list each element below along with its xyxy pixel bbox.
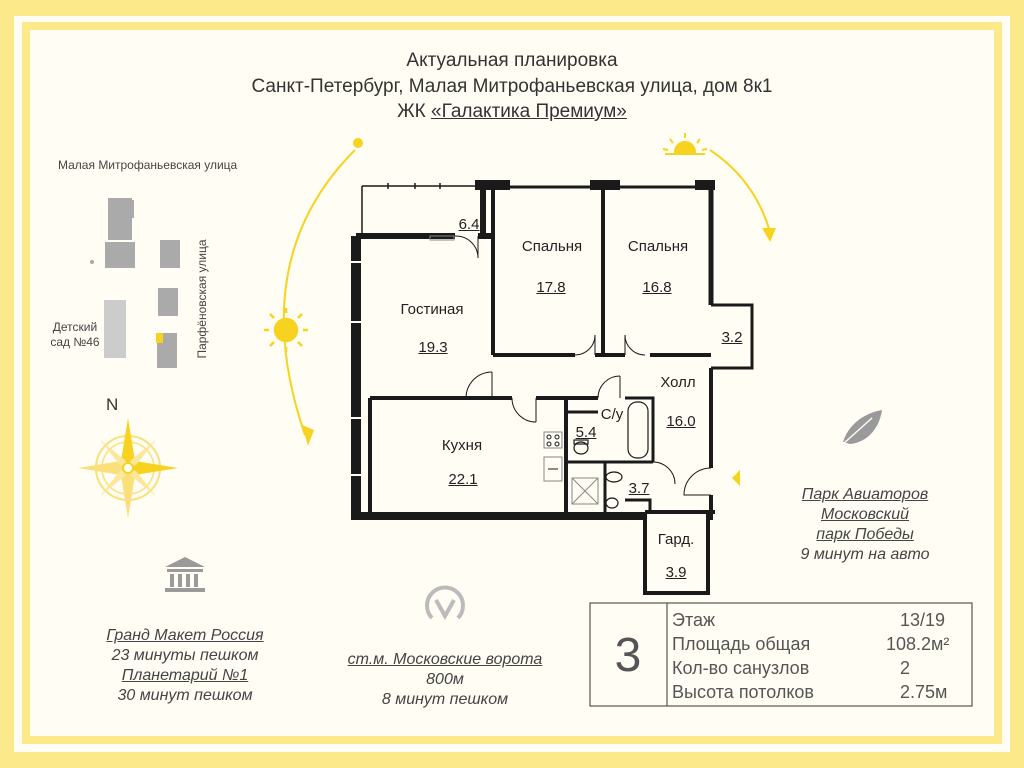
sun-arc-right-arrow <box>762 228 776 242</box>
kindergarten-line1: Детский <box>52 320 98 334</box>
museum-icon <box>165 557 205 592</box>
inner-border <box>22 22 1002 744</box>
sun-icon-left <box>264 308 308 352</box>
site-map <box>90 198 180 368</box>
kindergarten-label: Детский сад №46 <box>50 320 100 350</box>
poi-right-line3[interactable]: парк Победы <box>816 526 914 543</box>
closet-area: 3.2 <box>721 329 743 346</box>
wardrobe-name: Гард. <box>657 531 695 548</box>
sunset-icon <box>662 133 708 155</box>
poi-right-line2[interactable]: Московский <box>820 506 910 523</box>
info-value-floor: 13/19 <box>900 610 946 630</box>
kitchen-name: Кухня <box>441 437 483 454</box>
street-top-label: Малая Митрофаньевская улица <box>58 158 238 172</box>
poi-metro-line1[interactable]: ст.м. Московские ворота <box>347 651 543 668</box>
header-complex: ЖК «Галактика Премиум» <box>0 101 1024 123</box>
poi-left: Гранд Макет Россия 23 минуты пешком План… <box>70 626 300 706</box>
info-label-bathrooms: Кол-во санузлов <box>672 658 810 678</box>
floor-plan <box>350 180 754 595</box>
outer-panel <box>14 16 1010 752</box>
info-table <box>589 602 973 707</box>
poi-left-line1[interactable]: Гранд Макет Россия <box>106 627 264 644</box>
living-name: Гостиная <box>400 301 464 318</box>
kindergarten-line2: сад №46 <box>50 335 100 349</box>
sun-icon-top-left <box>353 138 363 148</box>
compass-north-label: N <box>106 395 119 414</box>
poi-left-line4: 30 минут пешком <box>117 687 253 704</box>
poi-left-line3[interactable]: Планетарий №1 <box>121 667 249 684</box>
bedroom2-name: Спальня <box>627 238 689 255</box>
balcony-area: 6.4 <box>458 216 480 233</box>
poi-right-line4: 9 минут на авто <box>800 546 930 563</box>
living-area: 19.3 <box>418 339 448 356</box>
header-address: Санкт-Петербург, Малая Митрофаньевская у… <box>251 76 773 97</box>
header-complex-link[interactable]: «Галактика Премиум» <box>431 101 627 122</box>
poi-right-line1[interactable]: Парк Авиаторов <box>801 486 929 503</box>
kitchen-area: 22.1 <box>448 471 478 488</box>
street-side-label: Парфёновская улица <box>195 239 209 359</box>
sun-arc-left <box>282 149 356 436</box>
wardrobe-area: 3.9 <box>665 564 687 581</box>
poi-metro-line3: 8 минут пешком <box>381 691 509 708</box>
header-complex-prefix: ЖК <box>397 101 432 122</box>
bath-name: С/у <box>600 406 624 423</box>
info-label-floor: Этаж <box>672 610 716 630</box>
bath-area: 5.4 <box>575 424 597 441</box>
sun-arc-right <box>709 149 771 233</box>
info-label-ceiling: Высота потолков <box>672 682 814 702</box>
poi-metro: ст.м. Московские ворота 800м 8 минут пеш… <box>320 650 570 710</box>
wc-area: 3.7 <box>628 480 650 497</box>
info-value-ceiling: 2.75м <box>900 682 948 702</box>
bedroom1-name: Спальня <box>521 238 583 255</box>
sun-arc-left-arrow <box>302 425 314 446</box>
info-label-area: Площадь общая <box>672 634 811 654</box>
bedroom1-area: 17.8 <box>536 279 566 296</box>
hall-area: 16.0 <box>666 413 696 430</box>
hall-name: Холл <box>660 374 696 391</box>
poi-right: Парк Авиаторов Московский парк Победы 9 … <box>770 485 960 565</box>
rooms-count: 3 <box>614 629 642 682</box>
poi-left-line2: 23 минуты пешком <box>111 647 259 664</box>
poi-metro-line2: 800м <box>426 671 464 688</box>
compass-rose <box>78 418 178 518</box>
bedroom2-area: 16.8 <box>642 279 672 296</box>
entrance-arrow <box>732 470 740 486</box>
info-value-area: 108.2м² <box>886 634 950 654</box>
header-title: Актуальная планировка <box>406 50 618 71</box>
metro-icon <box>425 585 465 621</box>
info-value-bathrooms: 2 <box>900 658 911 678</box>
leaf-icon <box>842 410 882 445</box>
